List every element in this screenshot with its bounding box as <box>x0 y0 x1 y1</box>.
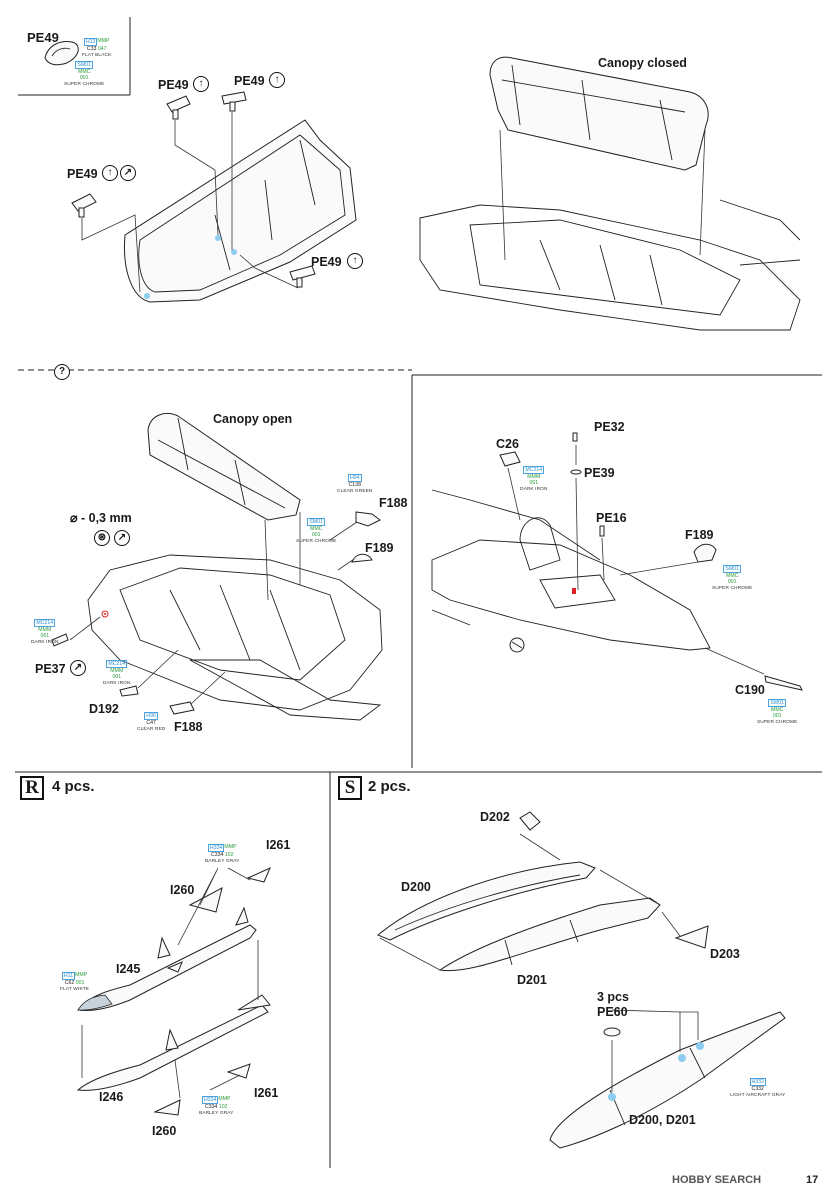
part-label-i261: I261 <box>266 838 291 852</box>
view-title-canopy-closed: Canopy closed <box>598 56 687 70</box>
part-label-d201: D201 <box>517 973 547 987</box>
part-label-pe49: PE49 <box>158 78 189 92</box>
paint-callout-light-aircraft-gray: H332 C332 LIGHT AIRCRAFT GRAY <box>730 1078 786 1098</box>
part-label-c190: C190 <box>735 683 765 697</box>
bend-up-icon: ↑ <box>102 165 118 181</box>
bend-direction-icon: ↗ <box>70 660 86 676</box>
question-icon: ? <box>54 364 70 380</box>
drill-icon: ⊛ <box>94 530 110 546</box>
part-label-f188: F188 <box>174 720 203 734</box>
watermark: HOBBY SEARCH <box>672 1174 762 1186</box>
part-label-pe49: PE49 <box>311 255 342 269</box>
bend-up-icon: ↑ <box>269 72 285 88</box>
part-label-pe49: PE49 <box>67 167 98 181</box>
part-count-3pcs: 3 pcs <box>597 990 629 1004</box>
part-label-i245: I245 <box>116 962 141 976</box>
paint-callout-clear-green: H94 C138 CLEAR GREEN <box>337 474 373 494</box>
part-label-d202: D202 <box>480 810 510 824</box>
part-label-i246: I246 <box>99 1090 124 1104</box>
part-label-i260: I260 <box>170 883 195 897</box>
part-label-d200-d201: D200, D201 <box>629 1113 696 1127</box>
bend-direction-icon: ↗ <box>114 530 130 546</box>
paint-callout-super-chrome: SM01 MMC 001 SUPER CHROME <box>296 518 337 545</box>
part-label-pe60: PE60 <box>597 1005 628 1019</box>
section-letter-r: R <box>20 776 44 800</box>
part-label-d192: D192 <box>89 702 119 716</box>
part-label-c26: C26 <box>496 437 519 451</box>
section-count-r: 4 pcs. <box>52 778 95 795</box>
section-count-s: 2 pcs. <box>368 778 411 795</box>
part-label-f189: F189 <box>685 528 714 542</box>
drill-hole-size: ⌀ - 0,3 mm <box>70 511 132 525</box>
bend-direction-icon: ↗ <box>120 165 136 181</box>
part-label-pe32: PE32 <box>594 420 625 434</box>
section-letter-s: S <box>338 776 362 800</box>
paint-callout-dark-iron: MC214 MMM 001 DARK IRON <box>520 466 548 493</box>
part-label-pe37: PE37 <box>35 662 66 676</box>
part-label-d203: D203 <box>710 947 740 961</box>
paint-callout-dark-iron: MC214 MMM 001 DARK IRON <box>103 660 131 687</box>
view-title-canopy-open: Canopy open <box>213 412 293 426</box>
paint-callout-clear-red: H90 C47 CLEAR RED <box>137 712 166 732</box>
part-label-i261: I261 <box>254 1086 279 1100</box>
paint-callout-super-chrome: SM01 MMC 001 SUPER CHROME <box>757 699 798 726</box>
paint-callout-dark-iron: MC214 MMM 061 DARK IRON <box>31 619 59 646</box>
part-label-d200: D200 <box>401 880 431 894</box>
part-label-pe49: PE49 <box>27 30 59 45</box>
part-label-pe16: PE16 <box>596 511 627 525</box>
part-label-f188: F188 <box>379 496 408 510</box>
paint-callout-super-chrome: SM01 MMC 001 SUPER CHROME <box>712 565 753 592</box>
part-label-pe39: PE39 <box>584 466 615 480</box>
bend-up-icon: ↑ <box>193 76 209 92</box>
paint-callout-super-chrome: SM01 MMC 001 SUPER CHROME <box>64 61 105 88</box>
bend-up-icon: ↑ <box>347 253 363 269</box>
part-label-pe49: PE49 <box>234 74 265 88</box>
part-label-i260: I260 <box>152 1124 177 1138</box>
page-number: 17 <box>806 1174 819 1186</box>
part-label-f189: F189 <box>365 541 394 555</box>
